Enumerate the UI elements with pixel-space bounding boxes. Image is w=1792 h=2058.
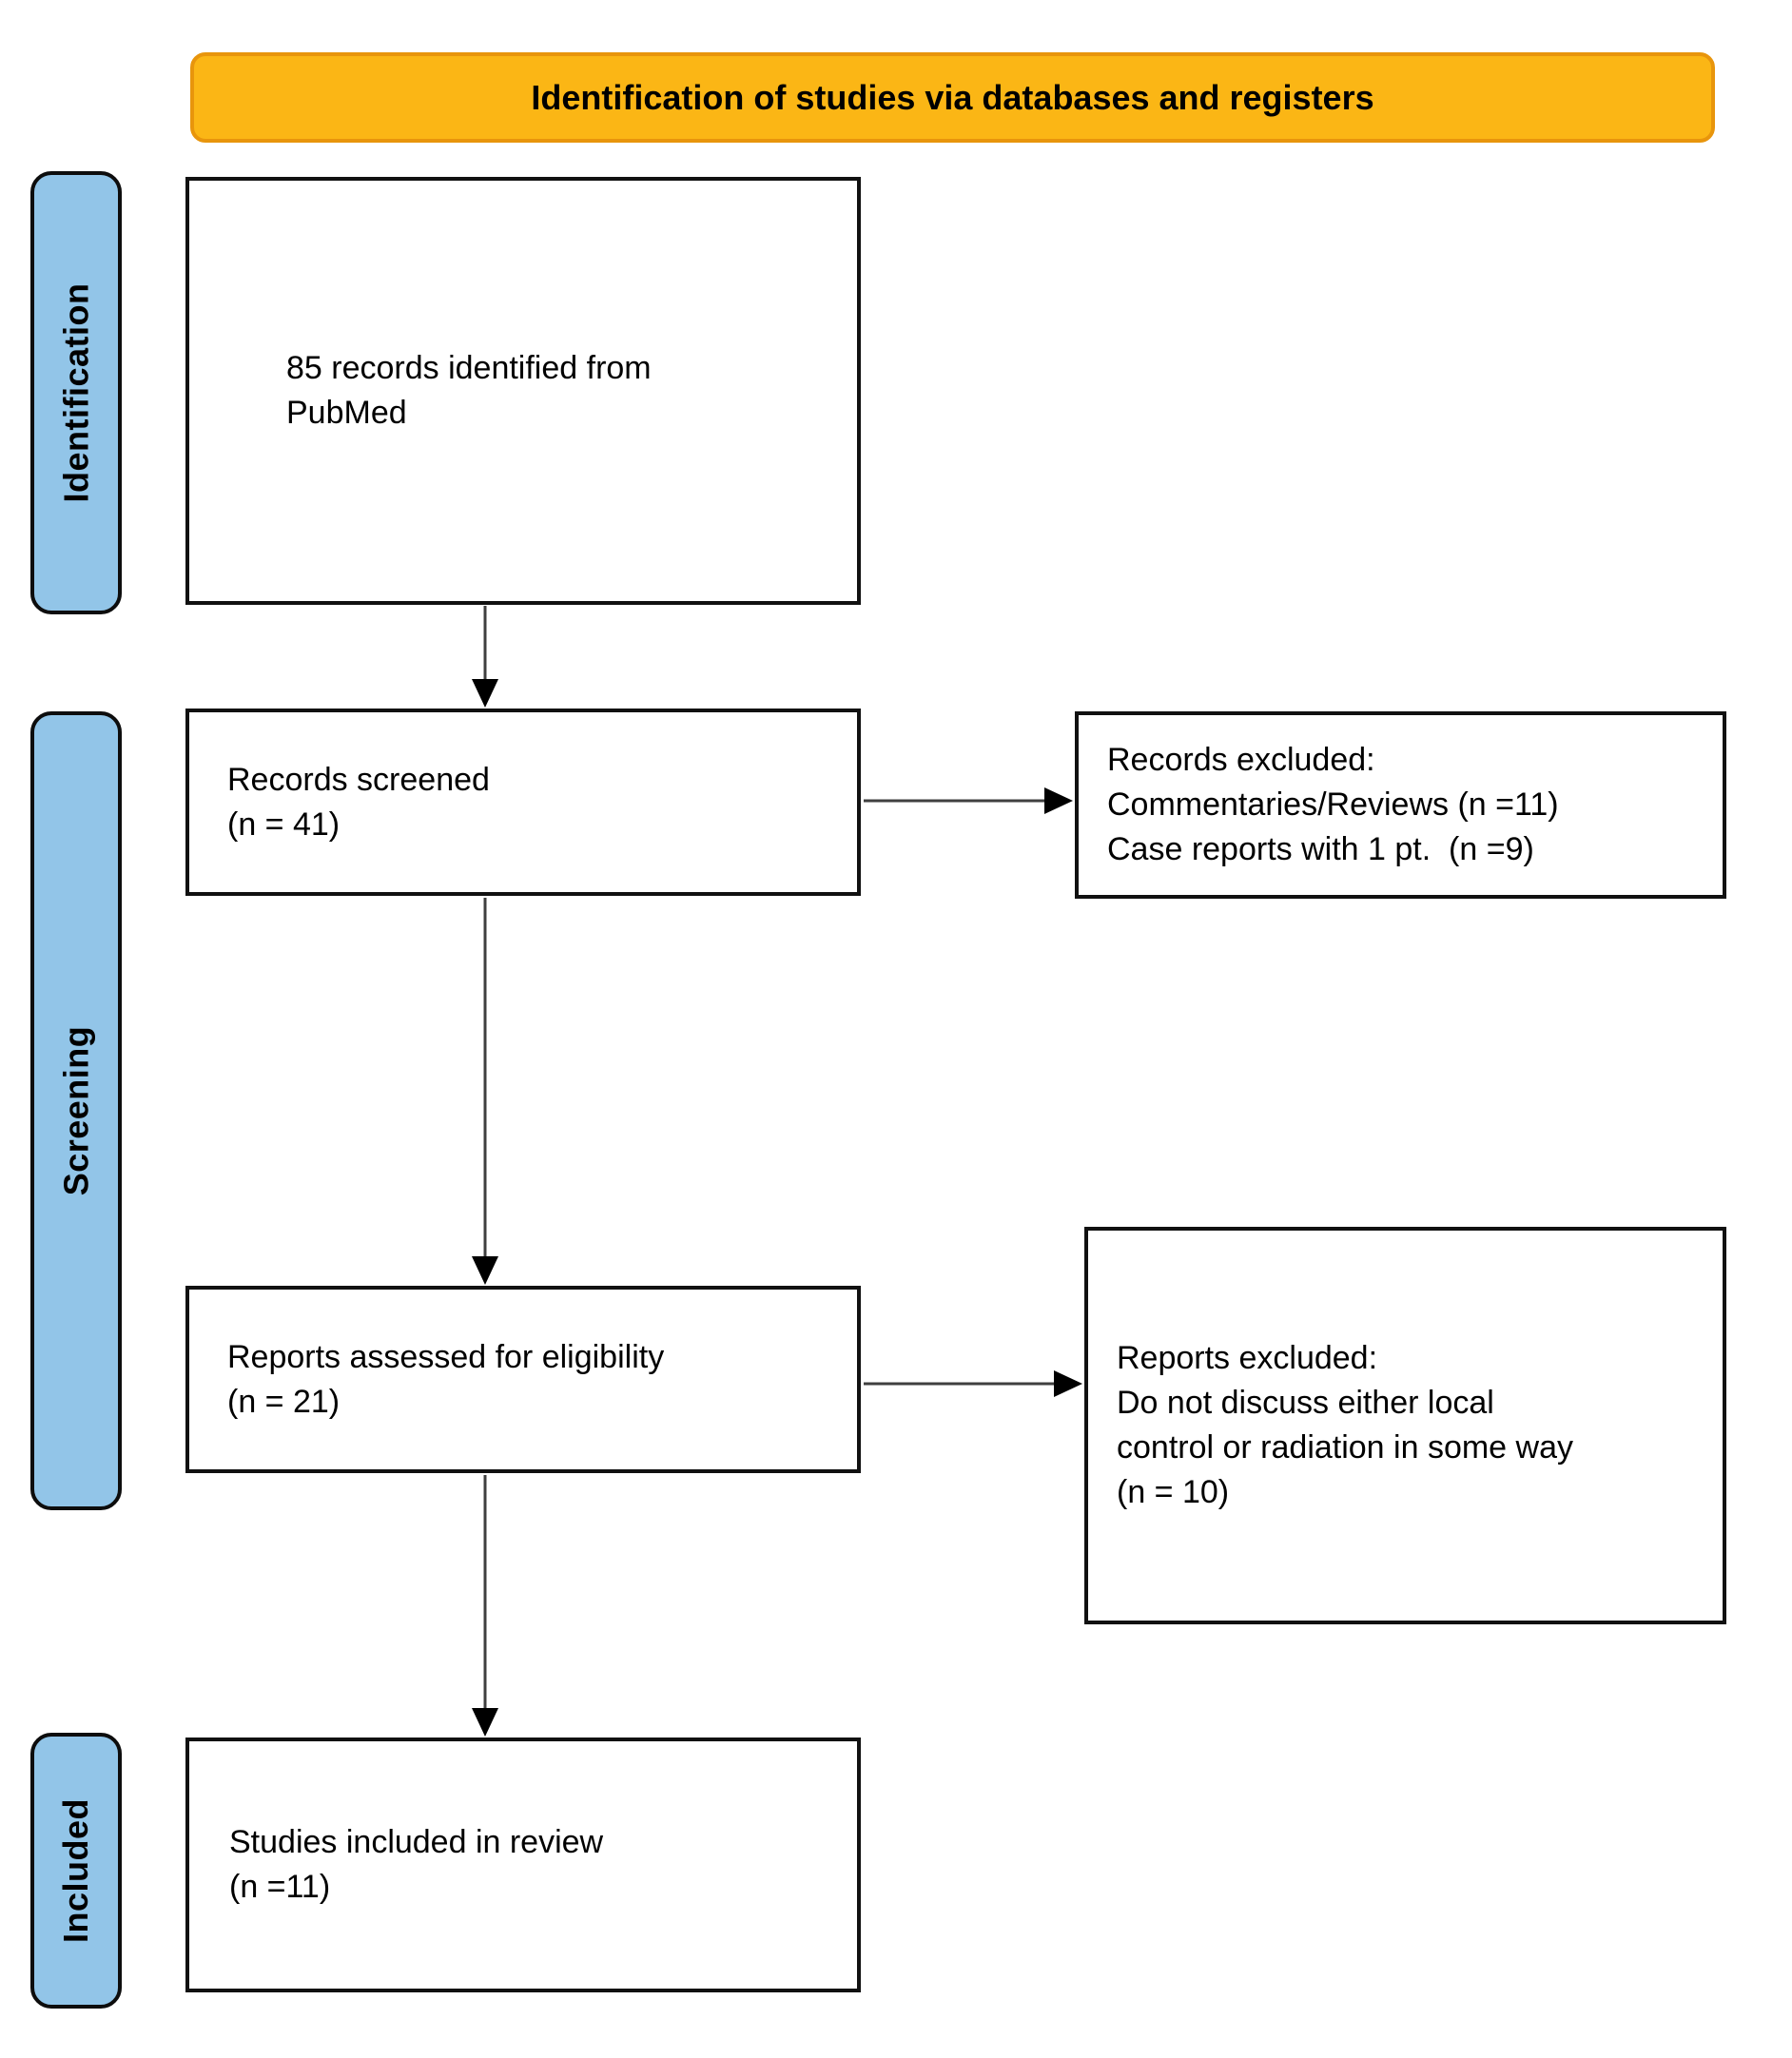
records-excluded-line-3: Case reports with 1 pt. (n =9) xyxy=(1107,831,1534,867)
stage-included: Included xyxy=(30,1733,122,2009)
arrow-identified-to-screened xyxy=(472,606,498,708)
box-studies-included: Studies included in review (n =11) xyxy=(185,1738,861,1992)
records-screened-line-1: Records screened xyxy=(227,761,490,798)
records-excluded-line-1: Records excluded: xyxy=(1107,742,1375,778)
stage-identification-label: Identification xyxy=(56,282,95,503)
records-excluded-line-2: Commentaries/Reviews (n =11) xyxy=(1107,786,1559,823)
studies-included-line-1: Studies included in review xyxy=(229,1824,604,1860)
records-screened-line-2: (n = 41) xyxy=(227,806,341,843)
box-records-screened: Records screened (n = 41) xyxy=(185,709,861,896)
header-banner: Identification of studies via databases … xyxy=(190,52,1715,143)
reports-assessed-line-1: Reports assessed for eligibility xyxy=(227,1338,665,1375)
arrow-screened-to-assessed xyxy=(472,898,498,1285)
reports-excluded-line-2: Do not discuss either local xyxy=(1117,1385,1494,1421)
box-records-identified: 85 records identified from PubMed xyxy=(185,177,861,605)
reports-excluded-line-3: control or radiation in some way xyxy=(1117,1429,1574,1466)
stage-screening-label: Screening xyxy=(56,1025,95,1196)
box-reports-excluded: Reports excluded: Do not discuss either … xyxy=(1084,1227,1726,1624)
box-reports-assessed: Reports assessed for eligibility (n = 21… xyxy=(185,1286,861,1473)
stage-screening: Screening xyxy=(30,711,122,1510)
stage-identification: Identification xyxy=(30,171,122,614)
reports-excluded-line-4: (n = 10) xyxy=(1117,1474,1230,1510)
arrow-assessed-to-reports-excluded xyxy=(864,1370,1082,1397)
arrow-screened-to-records-excluded xyxy=(864,787,1073,814)
arrow-assessed-to-included xyxy=(472,1475,498,1737)
reports-excluded-line-1: Reports excluded: xyxy=(1117,1340,1378,1376)
records-identified-line-2: PubMed xyxy=(286,395,407,431)
header-title: Identification of studies via databases … xyxy=(531,77,1374,117)
records-identified-line-1: 85 records identified from xyxy=(286,350,652,386)
box-records-excluded: Records excluded: Commentaries/Reviews (… xyxy=(1075,711,1726,899)
reports-assessed-line-2: (n = 21) xyxy=(227,1383,341,1420)
stage-included-label: Included xyxy=(56,1797,96,1944)
studies-included-line-2: (n =11) xyxy=(229,1869,331,1905)
